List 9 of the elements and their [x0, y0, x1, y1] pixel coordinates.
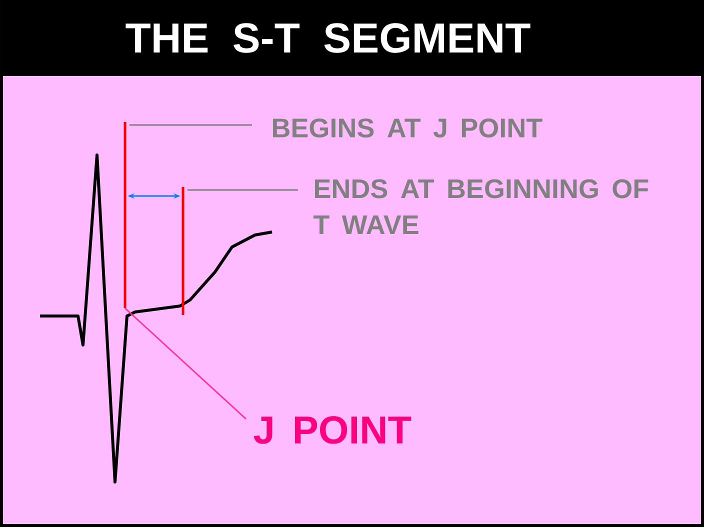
- callout-label: J POINT: [254, 416, 412, 444]
- callout-label: BEGINS AT J POINT: [273, 118, 542, 138]
- title: THE S-T SEGMENT: [126, 23, 530, 53]
- leader-line: [129, 124, 252, 126]
- marker-line: [124, 122, 126, 308]
- leader-line: [187, 189, 298, 191]
- marker-line: [182, 187, 184, 315]
- leader-line: [124, 308, 247, 420]
- callout-label: ENDS AT BEGINNING OF T WAVE: [314, 179, 648, 234]
